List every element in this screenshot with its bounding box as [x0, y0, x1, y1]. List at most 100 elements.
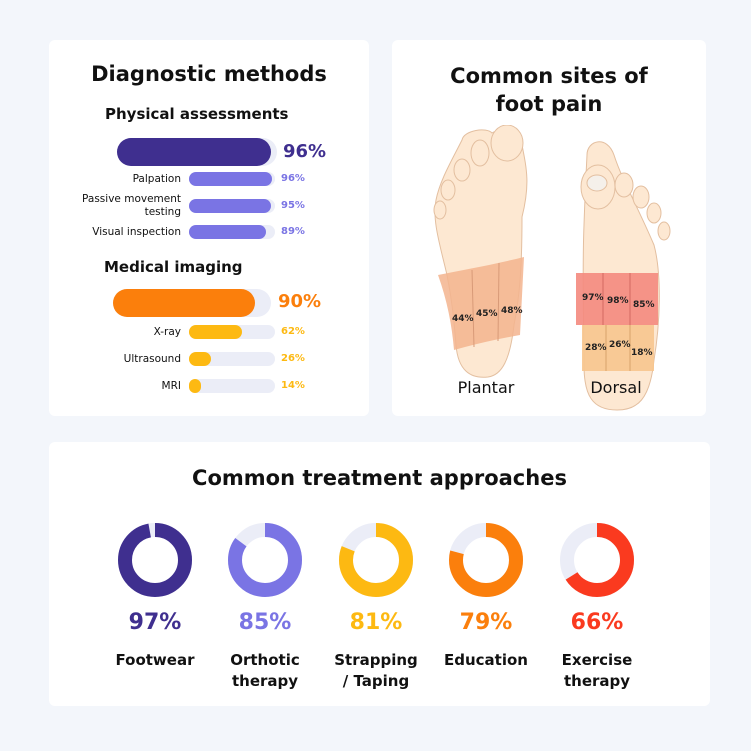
dorsal-upper-zone-1: 97% [582, 293, 604, 303]
treatment-item: 79% Education [433, 520, 539, 700]
dorsal-lower-zone-1: 28% [585, 343, 607, 353]
medical-imaging-heading: Medical imaging [104, 258, 243, 276]
plantar-toe-2 [470, 139, 490, 167]
dorsal-lower-zone-3: 18% [631, 348, 653, 358]
imaging-row-pct: 14% [281, 380, 305, 391]
plantar-label: Plantar [457, 378, 515, 397]
imaging-row-label: Ultrasound [123, 352, 181, 365]
physical-row-label: Palpation [132, 172, 181, 185]
imaging-total-fill [113, 289, 256, 317]
imaging-row-bar-fill [189, 352, 212, 366]
treatment-donut [560, 523, 634, 597]
treatment-name-line2: therapy [563, 672, 631, 690]
treatment-title: Common treatment approaches [192, 466, 567, 490]
treatment-donut-arc [449, 523, 523, 597]
physical-row-bar [189, 199, 275, 213]
dorsal-toe-2 [614, 172, 634, 198]
physical-assessments-heading: Physical assessments [105, 105, 289, 123]
treatment-name: Orthotic therapy [212, 650, 318, 692]
treatment-pct: 66% [570, 610, 624, 635]
dorsal-toe-4 [646, 202, 662, 224]
treatment-donut [449, 523, 523, 597]
dorsal-lower-zone-2: 26% [609, 340, 631, 350]
physical-row-label: Passive movement testing [82, 193, 181, 218]
physical-row-bar-fill [189, 199, 271, 213]
imaging-total-bar [113, 289, 271, 317]
foot-pain-title-line2: foot pain [495, 92, 603, 116]
diagnostic-title: Diagnostic methods [91, 62, 327, 86]
treatment-card: Common treatment approaches 97% Footwear 8… [49, 442, 710, 706]
treatment-donut-arc [339, 523, 413, 597]
foot-pain-title-line1: Common sites of [450, 64, 648, 88]
imaging-row-pct: 26% [281, 353, 305, 364]
treatment-donut [339, 523, 413, 597]
dorsal-big-toenail [586, 174, 608, 192]
plantar-zone-2: 45% [476, 309, 498, 319]
treatment-name-line1: Education [444, 651, 528, 669]
foot-pain-card: Common sites of foot pain 44% 45% 48% [392, 40, 706, 416]
treatment-donut [228, 523, 302, 597]
treatment-name-line2: therapy [231, 672, 299, 690]
treatment-pct: 85% [238, 610, 292, 635]
imaging-row-label: X-ray [153, 325, 181, 338]
imaging-row-bar [189, 379, 275, 393]
dorsal-upper-zone-3: 85% [633, 300, 655, 310]
treatment-name: Education [433, 650, 539, 671]
foot-pain-title: Common sites of foot pain [392, 62, 706, 118]
treatment-name-line2: / Taping [342, 672, 410, 690]
treatment-name: Exercise therapy [544, 650, 650, 692]
imaging-row-pct: 62% [281, 326, 305, 337]
physical-row-bar-fill [189, 172, 272, 186]
treatment-name: Footwear [102, 650, 208, 671]
dorsal-lower-pain-zone [582, 325, 654, 371]
plantar-toe-3 [453, 158, 471, 182]
treatment-pct: 97% [128, 610, 182, 635]
dorsal-foot: 97% 98% 85% 28% 26% 18% [576, 141, 671, 411]
treatment-donut-arc [228, 523, 302, 597]
physical-row-bar [189, 225, 275, 239]
dorsal-toe-5 [657, 221, 671, 241]
plantar-toe-5 [433, 200, 447, 220]
dorsal-upper-zone-2: 98% [607, 296, 629, 306]
treatment-name-line1: Exercise [561, 651, 633, 669]
imaging-row-bar [189, 325, 275, 339]
plantar-big-toe [490, 125, 524, 162]
imaging-row-bar [189, 352, 275, 366]
treatment-item: 85% Orthotic therapy [212, 520, 318, 700]
dorsal-upper-pain-zone [576, 273, 658, 325]
treatment-donut-arc [560, 523, 634, 597]
treatment-pct: 79% [459, 610, 513, 635]
plantar-zone-3: 48% [501, 306, 523, 316]
plantar-zone-divider-1 [471, 269, 475, 348]
physical-row-label: Visual inspection [92, 225, 181, 238]
imaging-row-bar-fill [189, 379, 202, 393]
imaging-row-bar-fill [189, 325, 243, 339]
plantar-zone-divider-2 [497, 262, 500, 342]
dorsal-label: Dorsal [590, 378, 642, 397]
plantar-foot: 44% 45% 48% [433, 125, 528, 378]
treatment-pct: 81% [349, 610, 403, 635]
physical-row-pct: 96% [281, 173, 305, 184]
treatment-item: 81% Strapping/ Taping [323, 520, 429, 700]
plantar-toe-4 [440, 179, 456, 201]
physical-row-bar [189, 172, 275, 186]
plantar-zone-1: 44% [452, 314, 474, 324]
physical-total-bar [117, 138, 277, 166]
imaging-row-label: MRI [161, 379, 181, 392]
treatment-donut [118, 523, 192, 597]
diagnostic-methods-card: Diagnostic methods Physical assessments … [49, 40, 369, 416]
treatment-item: 97% Footwear [102, 520, 208, 700]
physical-row-bar-fill [189, 225, 266, 239]
treatment-donut-arc [118, 523, 192, 597]
dorsal-toe-3 [632, 185, 650, 209]
physical-row-pct: 95% [281, 200, 305, 211]
treatment-name: Strapping/ Taping [323, 650, 429, 692]
treatment-item: 66% Exercise therapy [544, 520, 650, 700]
treatment-name-line1: Footwear [115, 651, 195, 669]
physical-total-fill [117, 138, 271, 166]
foot-diagram: 44% 45% 48% 97% 98% 85% 28% 26% [433, 125, 671, 411]
imaging-total-pct: 90% [278, 291, 322, 312]
plantar-pain-zone [438, 257, 524, 350]
physical-total-pct: 96% [283, 141, 327, 162]
treatment-name-line1: Orthotic [230, 651, 300, 669]
